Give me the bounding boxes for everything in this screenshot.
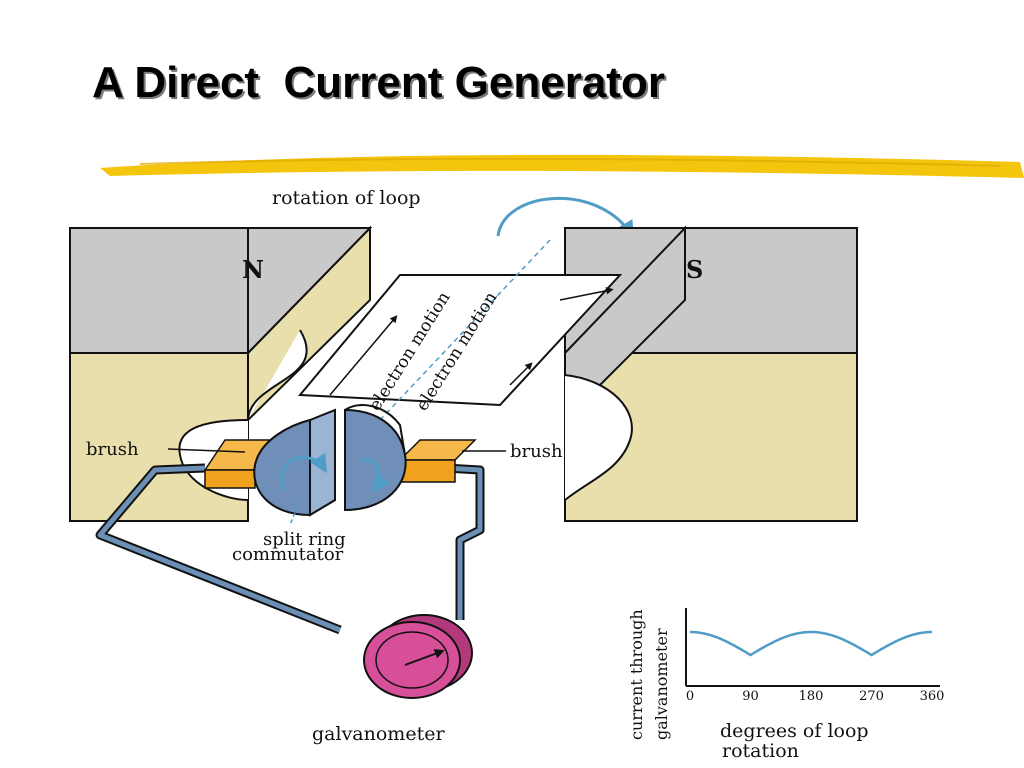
x-tick-label: 360 xyxy=(920,689,945,704)
x-axis-label-line2: rotation xyxy=(722,740,799,762)
brush-left xyxy=(203,439,277,489)
circuit-wires xyxy=(95,463,485,635)
commutator-label-line1: split ring xyxy=(263,529,346,550)
wire-loop xyxy=(297,239,623,421)
y-axis-label-line1: current through xyxy=(627,609,646,740)
galvanometer xyxy=(363,614,473,699)
brush-right xyxy=(398,439,477,483)
x-tick-label: 180 xyxy=(799,689,824,704)
brush-left-label: brush xyxy=(86,439,139,460)
x-tick-label: 270 xyxy=(859,689,884,704)
x-axis-label-line1: degrees of loop xyxy=(720,720,869,742)
y-axis-label-line2: galvanometer xyxy=(652,628,671,740)
current-graph: current through galvanometer degrees of … xyxy=(627,608,944,762)
south-magnet xyxy=(564,225,858,522)
needle-icon xyxy=(404,649,445,666)
x-tick-label: 0 xyxy=(686,689,694,704)
commutator-label-line2: commutator xyxy=(232,544,344,565)
rotation-arrow-icon xyxy=(496,196,634,240)
south-pole-label: S xyxy=(686,255,703,284)
brush-right-label: brush xyxy=(510,441,563,462)
galvanometer-label: galvanometer xyxy=(312,723,445,745)
north-pole-label: N xyxy=(242,255,264,284)
x-tick-label: 90 xyxy=(742,689,759,704)
title-underline xyxy=(100,154,1024,178)
rotation-label: rotation of loop xyxy=(272,187,421,209)
slide-title: A Direct Current Generator xyxy=(92,58,665,107)
commutator xyxy=(253,404,407,526)
current-curve xyxy=(690,630,932,657)
north-magnet xyxy=(69,225,373,522)
